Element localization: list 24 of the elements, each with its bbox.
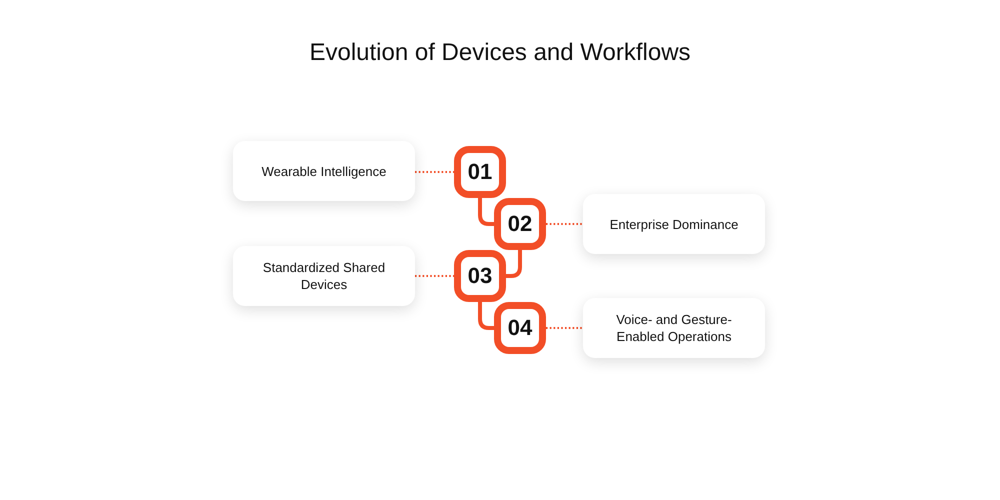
step-number: 04 — [508, 316, 532, 340]
number-badge — [454, 146, 506, 198]
connector-line — [478, 302, 494, 330]
text-card — [233, 141, 415, 201]
number-badge — [454, 250, 506, 302]
dotted-connector — [546, 327, 583, 329]
card-label: Enterprise Dominance — [610, 216, 738, 232]
dotted-connector — [415, 275, 454, 277]
connector-line — [506, 250, 522, 278]
dotted-connector — [415, 171, 454, 173]
number-badge — [494, 198, 546, 250]
dotted-connector — [546, 223, 583, 225]
connector-line — [478, 198, 494, 226]
text-card — [583, 194, 765, 254]
number-badge — [494, 302, 546, 354]
diagram-title: Evolution of Devices and Workflows — [309, 38, 691, 68]
card-label: Voice- and Gesture-Enabled Operations — [615, 311, 733, 345]
step-number: 02 — [508, 212, 532, 236]
card-label: Standardized Shared Devices — [262, 259, 386, 293]
step-number: 03 — [468, 264, 492, 288]
text-card — [233, 246, 415, 306]
step-number: 01 — [468, 160, 492, 184]
card-label: Wearable Intelligence — [262, 162, 386, 180]
text-card — [583, 298, 765, 358]
